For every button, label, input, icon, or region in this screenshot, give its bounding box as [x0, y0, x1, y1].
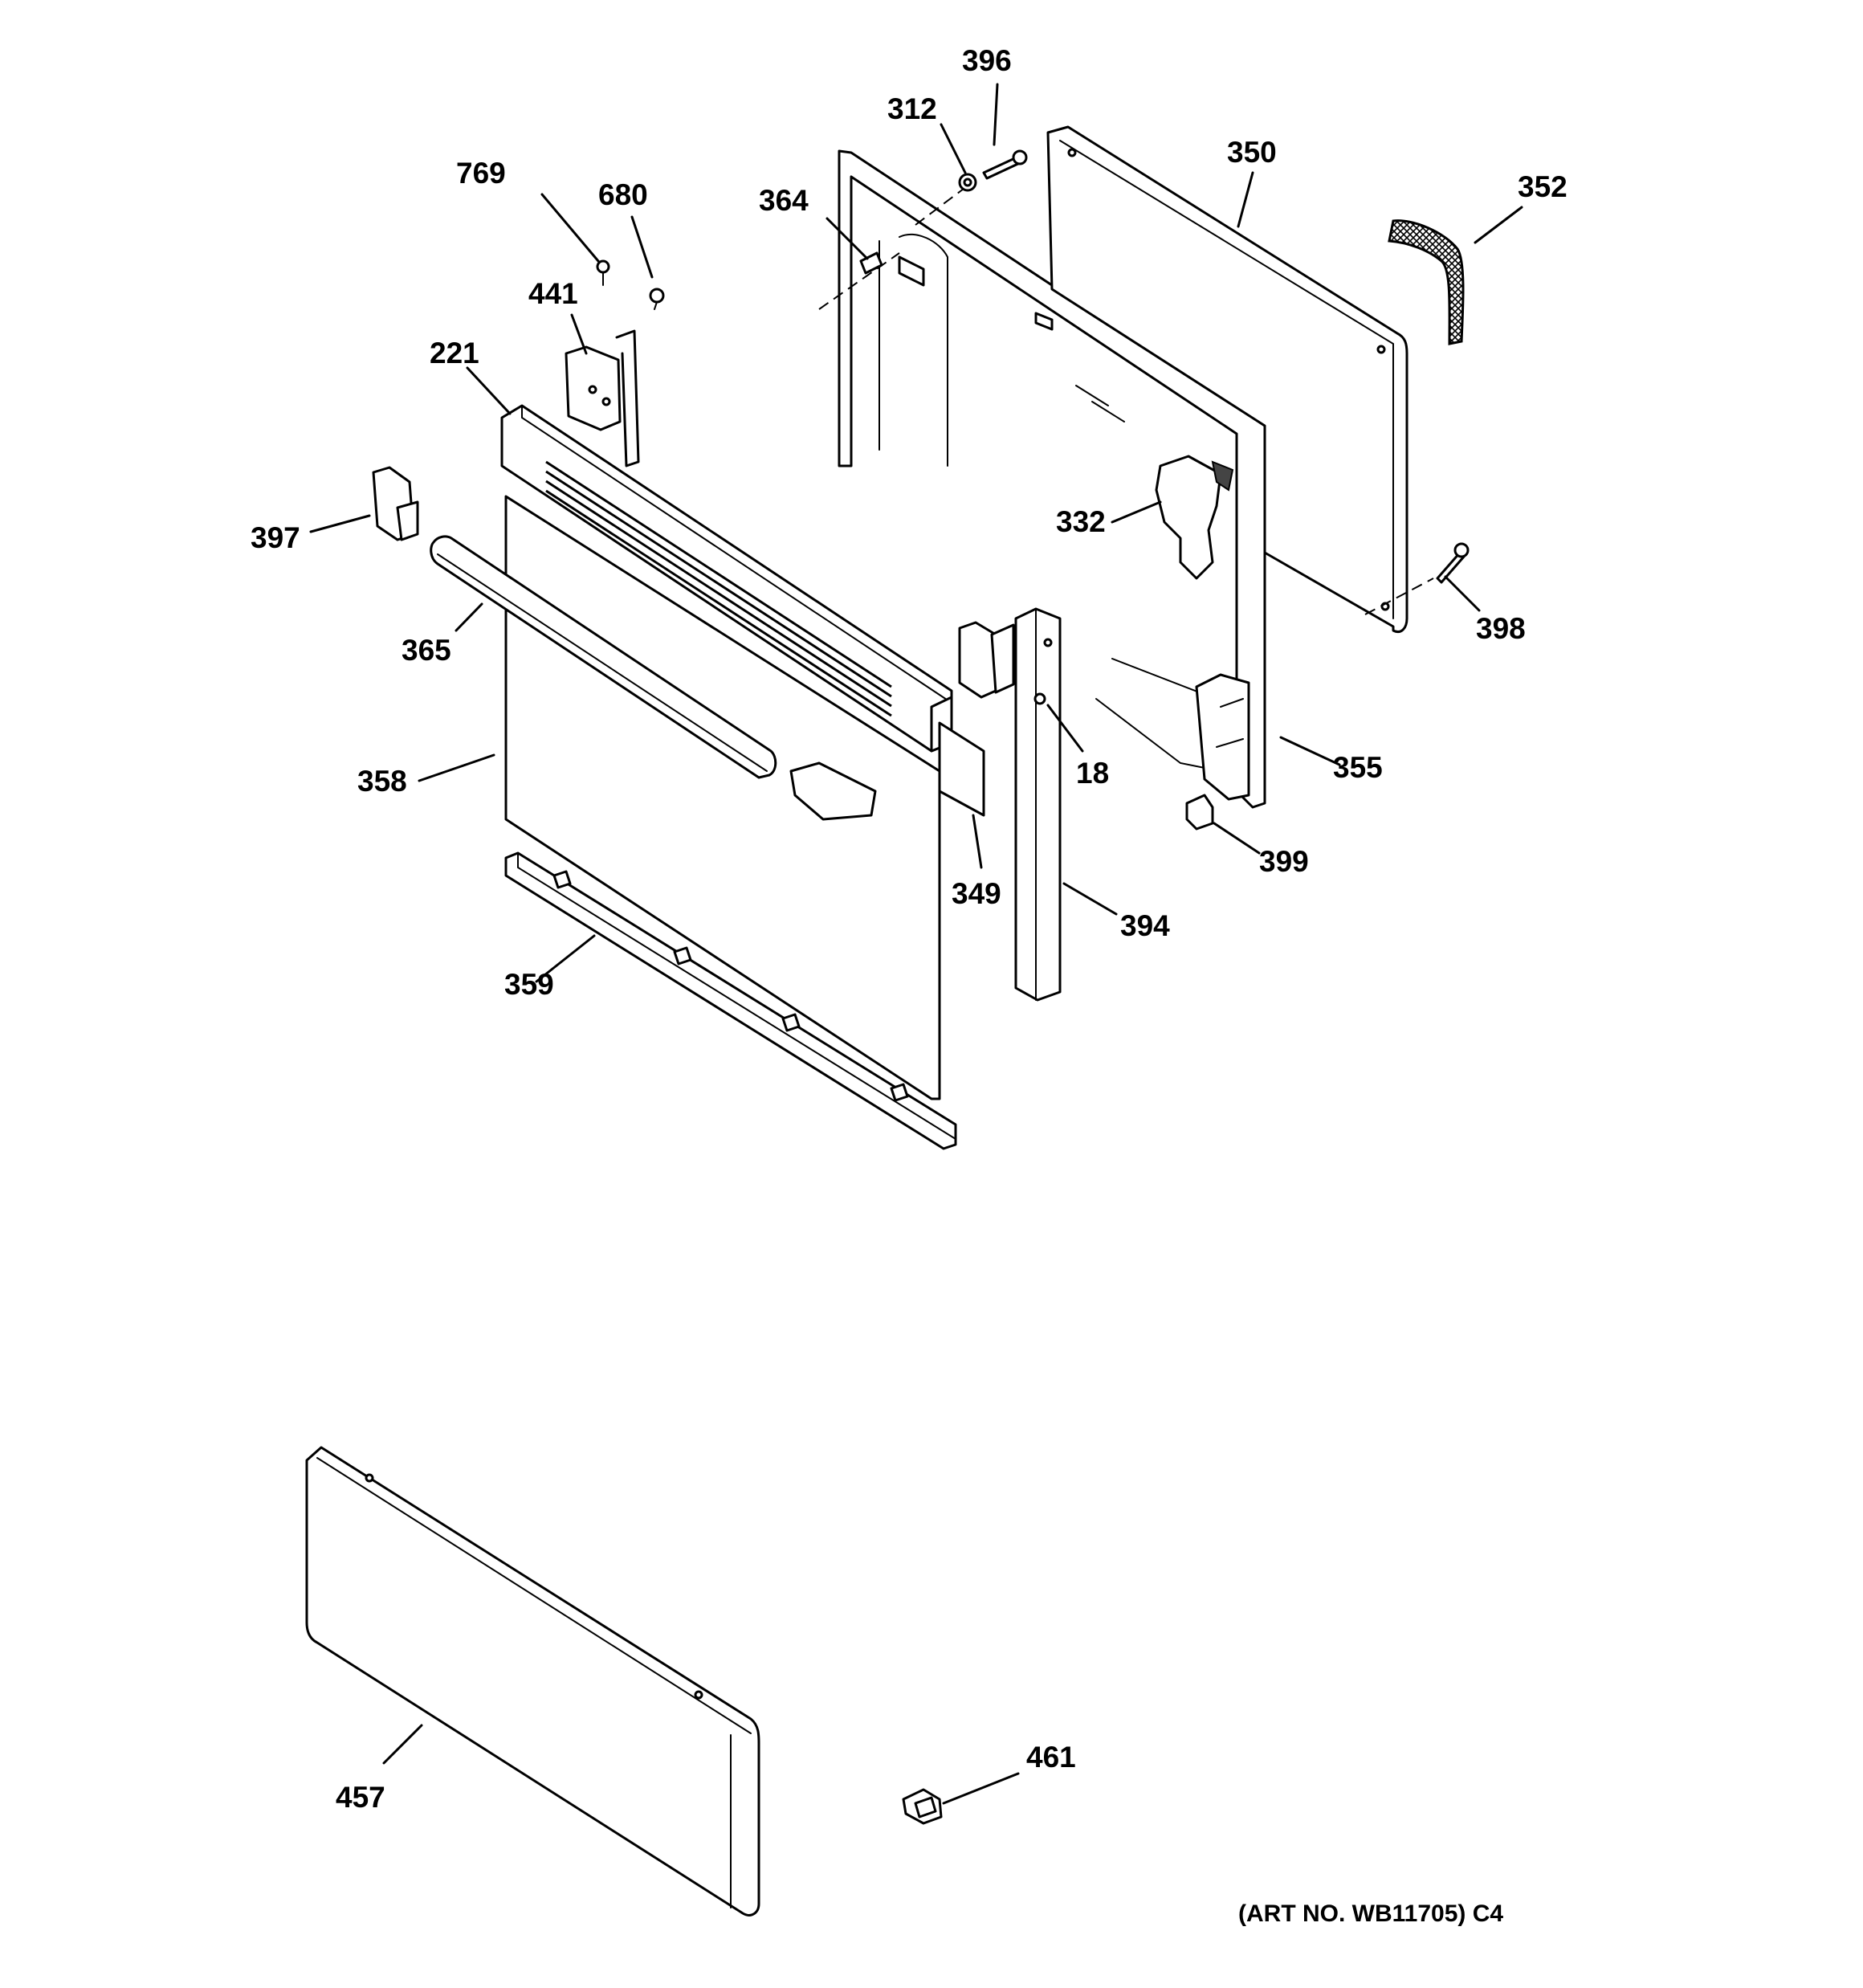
part-18-hinge — [958, 621, 1046, 705]
label-312: 312 — [887, 92, 937, 125]
leader-lines — [309, 83, 1523, 1805]
label-441: 441 — [528, 277, 578, 310]
label-355: 355 — [1333, 751, 1383, 784]
label-359: 359 — [504, 968, 554, 1001]
part-457-drawer-front — [305, 1446, 760, 1917]
label-457: 457 — [336, 1781, 385, 1814]
part-399-bumper — [1185, 794, 1214, 831]
label-352: 352 — [1518, 170, 1567, 203]
label-350: 350 — [1227, 136, 1277, 169]
part-332-insulation — [1155, 455, 1234, 580]
art-number: (ART NO. WB11705) C4 — [1238, 1900, 1503, 1927]
part-441-bracket — [565, 329, 640, 467]
callout-labels: 396 312 350 352 769 680 364 441 221 397 … — [251, 44, 1567, 1814]
part-359-bottom-trim — [504, 851, 957, 1150]
label-398: 398 — [1476, 612, 1526, 645]
part-312-nut — [958, 173, 977, 192]
part-394-side-trim — [1014, 607, 1062, 1002]
part-397-end-cap — [372, 466, 419, 541]
label-18: 18 — [1076, 757, 1109, 790]
part-352-gasket — [1388, 219, 1465, 345]
label-349: 349 — [952, 877, 1001, 910]
part-680-screw — [649, 288, 665, 310]
label-399: 399 — [1259, 845, 1309, 878]
label-680: 680 — [598, 178, 648, 211]
label-769: 769 — [456, 157, 506, 190]
label-332: 332 — [1056, 505, 1106, 538]
assembly-lines — [818, 188, 1434, 615]
part-365-handle — [430, 535, 877, 821]
label-365: 365 — [402, 634, 451, 667]
part-398-screw — [1436, 542, 1470, 584]
vent-slots — [545, 460, 892, 717]
part-769-screw — [596, 259, 610, 286]
label-394: 394 — [1120, 909, 1170, 942]
label-364: 364 — [759, 184, 809, 217]
part-396-screw — [982, 149, 1028, 180]
part-355-frame — [838, 149, 1266, 809]
part-461-clip — [902, 1788, 943, 1825]
label-397: 397 — [251, 521, 300, 554]
label-358: 358 — [357, 765, 407, 798]
label-461: 461 — [1026, 1741, 1076, 1774]
part-349-shield — [938, 721, 985, 817]
label-221: 221 — [430, 337, 479, 369]
label-396: 396 — [962, 44, 1012, 77]
part-350-door-panel — [1046, 125, 1408, 633]
